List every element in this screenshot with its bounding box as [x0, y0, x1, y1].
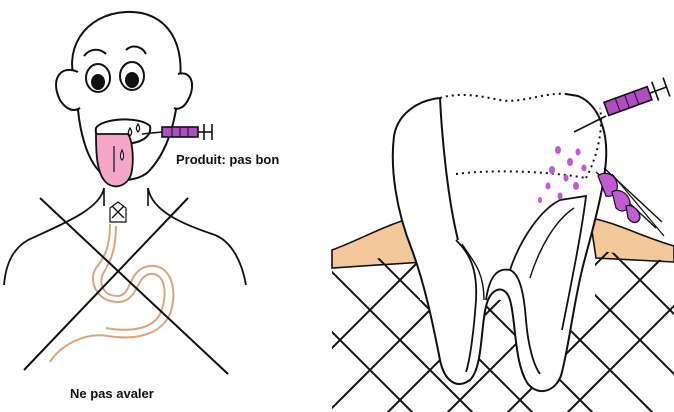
larynx-mark — [110, 202, 126, 222]
neck-outline — [104, 188, 148, 206]
product-label: Produit: pas bon — [176, 152, 279, 167]
drop-2 — [129, 128, 132, 136]
stomach — [93, 224, 165, 330]
person-figure — [4, 12, 246, 374]
gum-right — [590, 218, 674, 262]
swallow-warning-label: Ne pas avaler — [70, 386, 154, 401]
drop-1 — [121, 150, 124, 160]
esophagus — [50, 226, 173, 362]
ear-left — [56, 70, 80, 110]
eye-left — [86, 64, 110, 92]
torso-outline — [4, 188, 246, 285]
cross-line-1 — [40, 198, 228, 374]
tooth-diagram — [280, 78, 674, 412]
eye-right — [120, 62, 144, 90]
drop-3 — [137, 124, 140, 132]
